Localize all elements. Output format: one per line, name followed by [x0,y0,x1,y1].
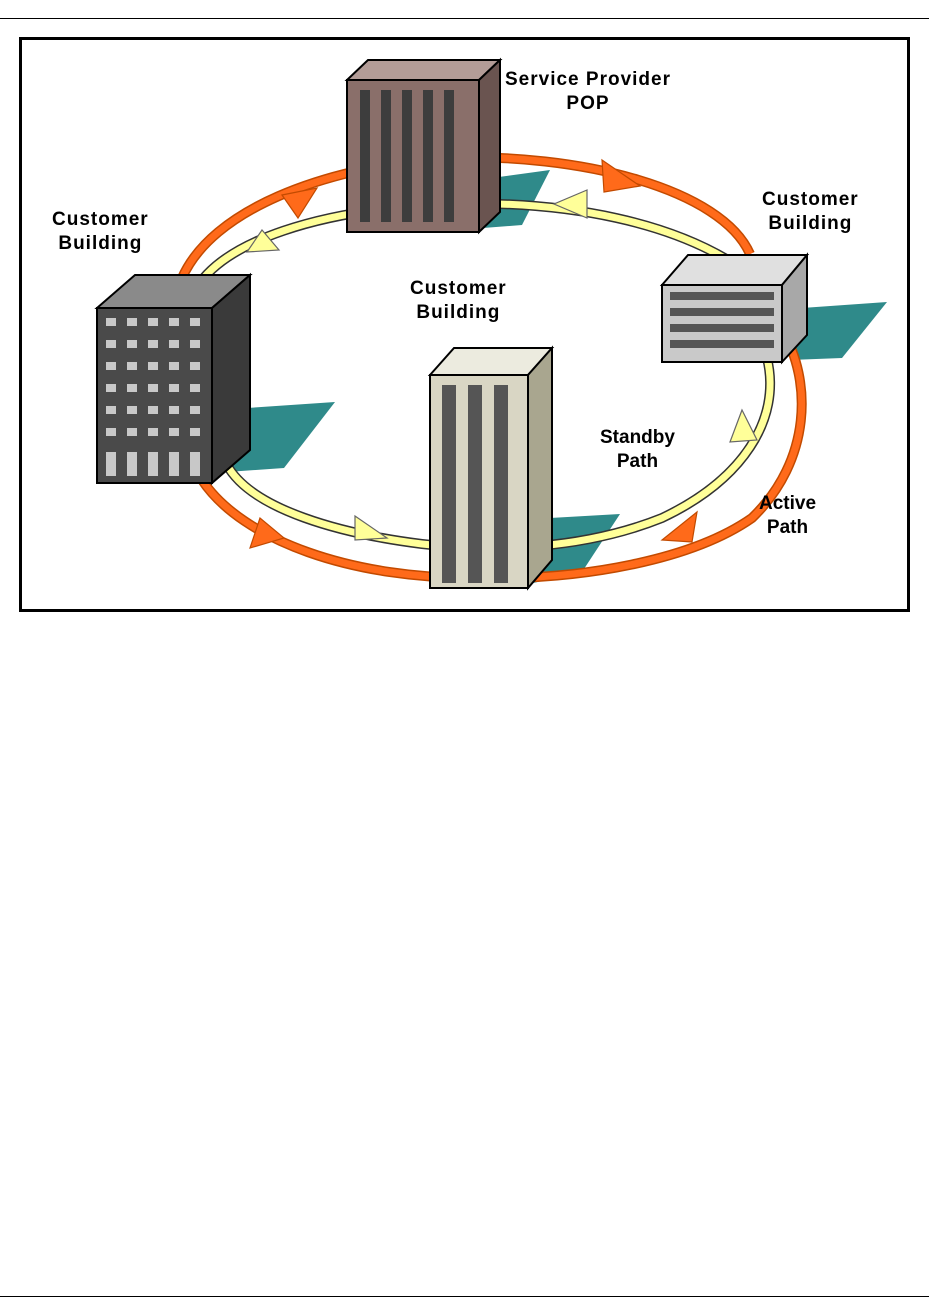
building-window [169,406,179,414]
building-window [127,340,137,348]
building-window [190,384,200,392]
building-window [169,362,179,370]
building-window [106,384,116,392]
building-window [148,362,158,370]
building-window [190,452,200,476]
left-building-icon [97,275,250,483]
building-window [148,318,158,326]
active-path-label-line1: Active [759,492,816,516]
building-window [148,452,158,476]
pop-label: Service Provider POP [505,68,671,116]
ring-topology-diagram: Service Provider POP Customer Building C… [19,37,910,612]
pop-label-line1: Service Provider [505,68,671,92]
center-building-icon [430,348,552,588]
left-building-label-line2: Building [52,232,149,256]
right-building-label-line2: Building [762,212,859,236]
building-window [106,362,116,370]
center-building-label: Customer Building [410,277,507,325]
building-window [106,406,116,414]
building-window [148,428,158,436]
left-building-label: Customer Building [52,208,149,256]
standby-path-label: Standby Path [600,426,675,474]
active-path-label-line2: Path [759,516,816,540]
building-window [127,452,137,476]
building-window [169,340,179,348]
building-window [169,452,179,476]
building-window [106,318,116,326]
building-window [127,362,137,370]
building-window [190,406,200,414]
active-path-label: Active Path [759,492,816,540]
standby-arrow-4 [355,516,387,540]
building-window [106,340,116,348]
right-building-label: Customer Building [762,188,859,236]
standby-path-label-line1: Standby [600,426,675,450]
building-window [190,428,200,436]
standby-path-label-line2: Path [600,450,675,474]
pop-building-icon [347,60,500,232]
center-building-label-line2: Building [410,301,507,325]
footer-rule [0,1296,929,1297]
building-window [190,362,200,370]
building-window [127,406,137,414]
building-window [190,318,200,326]
building-window [106,452,116,476]
building-window [148,406,158,414]
standby-arrow-3 [730,410,757,442]
building-window [148,384,158,392]
header-rule [0,18,929,19]
pop-label-line2: POP [505,92,671,116]
left-building-label-line1: Customer [52,208,149,232]
right-building-icon [662,255,807,362]
building-window [190,340,200,348]
building-window [169,428,179,436]
building-window [127,318,137,326]
right-building-label-line1: Customer [762,188,859,212]
building-window [127,384,137,392]
building-window [169,318,179,326]
center-building-label-line1: Customer [410,277,507,301]
building-window [148,340,158,348]
building-window [106,428,116,436]
building-window [169,384,179,392]
building-window [127,428,137,436]
